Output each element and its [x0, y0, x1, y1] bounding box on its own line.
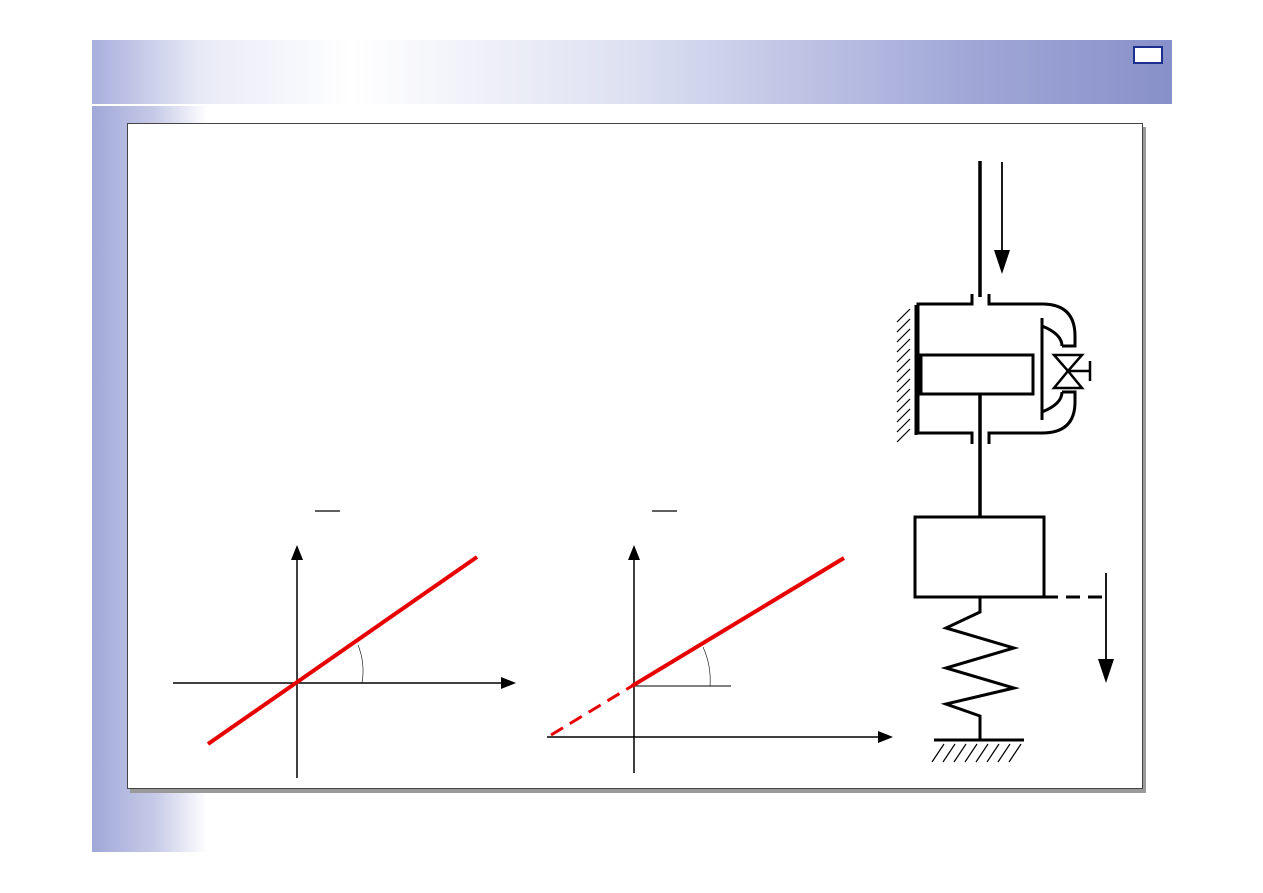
right-graph-red-dashed-extension — [550, 684, 633, 737]
right-graph-angle-arc — [702, 646, 711, 687]
title-band-divider — [92, 104, 1172, 106]
left-graph-red-line — [206, 555, 479, 746]
slide — [92, 40, 1172, 852]
floor-ground — [931, 738, 1024, 763]
piston — [919, 353, 1035, 396]
page-indicator-box[interactable] — [1133, 46, 1163, 64]
right-graph — [547, 510, 893, 773]
bypass-valve — [1051, 353, 1092, 390]
force-arrow — [994, 162, 1010, 274]
left-graph-angle-arc — [357, 644, 364, 684]
left-graph-y-axis-arrowhead — [291, 545, 303, 560]
mass-block — [913, 515, 1046, 599]
output-arrow — [1098, 573, 1114, 683]
right-graph-x-axis-arrowhead — [878, 731, 893, 743]
right-graph-red-line — [630, 556, 846, 688]
right-graph-y-axis-arrowhead — [628, 545, 640, 560]
wall-ground — [896, 305, 918, 443]
spring — [940, 597, 1020, 739]
cylinder — [916, 294, 1077, 444]
left-graph — [173, 510, 516, 778]
left-graph-x-axis-arrowhead — [501, 677, 516, 689]
mechanism — [896, 161, 1114, 763]
title-band — [92, 40, 1172, 104]
